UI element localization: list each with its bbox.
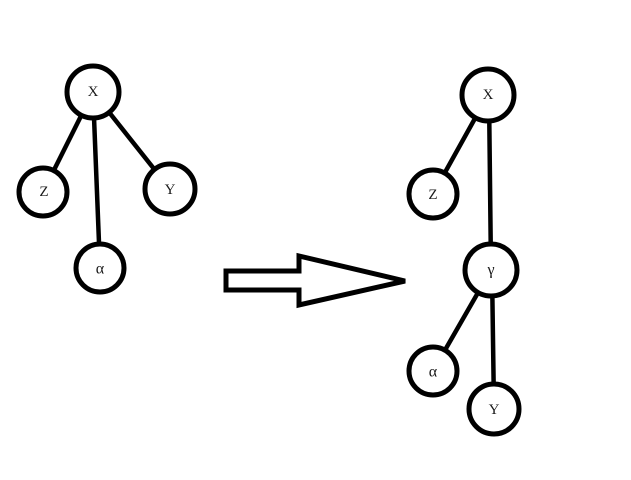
node-z-circle <box>16 165 70 219</box>
node-alpha2-circle <box>406 344 460 398</box>
edge-x2-gamma <box>486 92 494 273</box>
after-tree: X Z γ α Y <box>406 66 522 437</box>
node-y2[interactable]: Y <box>466 381 522 437</box>
node-x-label: X <box>88 84 99 100</box>
transformation-arrow <box>223 252 406 309</box>
node-y2-label: Y <box>489 402 500 418</box>
node-x-circle <box>64 63 122 121</box>
node-z2-label: Z <box>428 187 437 203</box>
node-x2[interactable]: X <box>459 66 517 124</box>
node-alpha-circle <box>73 241 127 295</box>
node-z[interactable]: Z <box>16 165 70 219</box>
node-alpha-label: α <box>96 261 105 278</box>
node-z2[interactable]: Z <box>406 167 460 221</box>
node-z2-circle <box>406 167 460 221</box>
node-alpha2-label: α <box>429 364 438 381</box>
arrow-right-icon <box>223 252 406 309</box>
node-x2-circle <box>459 66 517 124</box>
node-alpha2[interactable]: α <box>406 344 460 398</box>
edge-x-alpha <box>90 89 103 271</box>
before-tree: X Z Y α <box>16 63 198 295</box>
node-gamma-circle <box>462 241 520 299</box>
node-gamma[interactable]: γ <box>462 241 520 299</box>
node-y2-circle <box>466 381 522 437</box>
node-y[interactable]: Y <box>142 161 198 217</box>
node-alpha[interactable]: α <box>73 241 127 295</box>
node-gamma-label: γ <box>486 262 494 279</box>
node-x[interactable]: X <box>64 63 122 121</box>
node-x2-label: X <box>483 87 494 103</box>
node-z-label: Z <box>39 184 48 200</box>
node-y-circle <box>142 161 198 217</box>
node-y-label: Y <box>165 182 176 198</box>
